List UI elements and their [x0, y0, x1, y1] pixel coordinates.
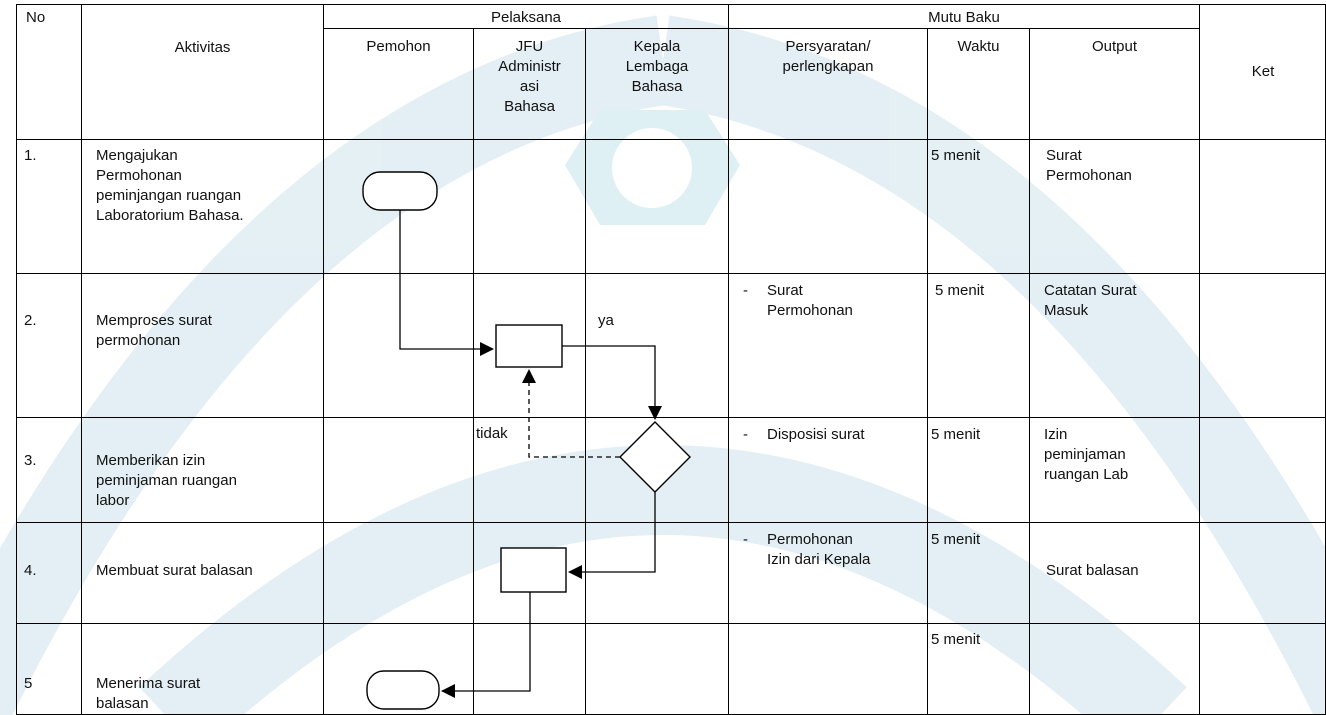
arrow-start-to-process [399, 210, 494, 356]
header-waktu: Waktu [957, 38, 1000, 55]
header-pelaksana: Pelaksana [490, 9, 562, 26]
row-4-aktivitas: Membuat surat balasan [96, 562, 253, 579]
row-3-no: 3. [24, 452, 37, 469]
row-3-waktu: 5 menit [931, 426, 981, 443]
arrow-process-to-decision [562, 345, 662, 420]
header-pemohon: Pemohon [366, 38, 431, 55]
row-2-aktivitas: Memproses surat permohonan [96, 312, 212, 349]
row-3-persyaratan: Disposisi surat [767, 426, 865, 443]
row-3-output: Izin peminjaman ruangan Lab [1044, 426, 1129, 483]
row-2-no: 2. [24, 312, 37, 329]
row-1-waktu: 5 menit [931, 147, 981, 164]
row-2-waktu: 5 menit [935, 282, 985, 299]
flow-label-ya: ya [598, 312, 614, 329]
row-1-aktivitas: Mengajukan Permohonan peminjangan ruanga… [96, 147, 244, 224]
header-aktivitas: Aktivitas [174, 39, 231, 56]
row-5-no: 5 [24, 675, 33, 692]
decision-diamond [619, 421, 691, 493]
header-output: Output [1091, 38, 1138, 55]
row-5-waktu: 5 menit [931, 631, 981, 648]
header-ket: Ket [1251, 63, 1275, 80]
row-2-persyaratan: Surat Permohonan [767, 282, 853, 319]
row-2-bullet: - [743, 282, 748, 299]
row-2-output: Catatan Surat Masuk [1044, 282, 1137, 319]
header-mutu-baku: Mutu Baku [928, 9, 1000, 26]
row-1-output: Surat Permohonan [1046, 147, 1132, 184]
row-3-bullet: - [743, 426, 748, 443]
arrow-decision-no [522, 369, 620, 458]
header-persyaratan: Persyaratan/ perlengkapan [782, 38, 874, 75]
header-kepala: Kepala Lembaga Bahasa [625, 38, 689, 95]
start-terminator [362, 171, 438, 211]
row-5-aktivitas: Menerima surat balasan [96, 675, 201, 712]
process-box-jfu [495, 324, 563, 368]
arrow-reply-to-end [441, 592, 531, 698]
row-1-no: 1. [24, 147, 37, 164]
arrow-decision-to-reply [568, 492, 656, 579]
row-4-no: 4. [24, 562, 37, 579]
row-3-aktivitas: Memberikan izin peminjaman ruangan labor [96, 452, 237, 509]
row-4-persyaratan: Permohonan Izin dari Kepala [767, 531, 871, 568]
row-4-bullet: - [743, 531, 748, 548]
row-4-waktu: 5 menit [931, 531, 981, 548]
row-4-output: Surat balasan [1046, 562, 1139, 579]
header-jfu: JFU Administr asi Bahasa [498, 38, 561, 115]
process-box-reply [500, 547, 567, 593]
flow-label-tidak: tidak [476, 425, 508, 442]
end-terminator [366, 670, 440, 710]
header-no: No [26, 9, 46, 26]
